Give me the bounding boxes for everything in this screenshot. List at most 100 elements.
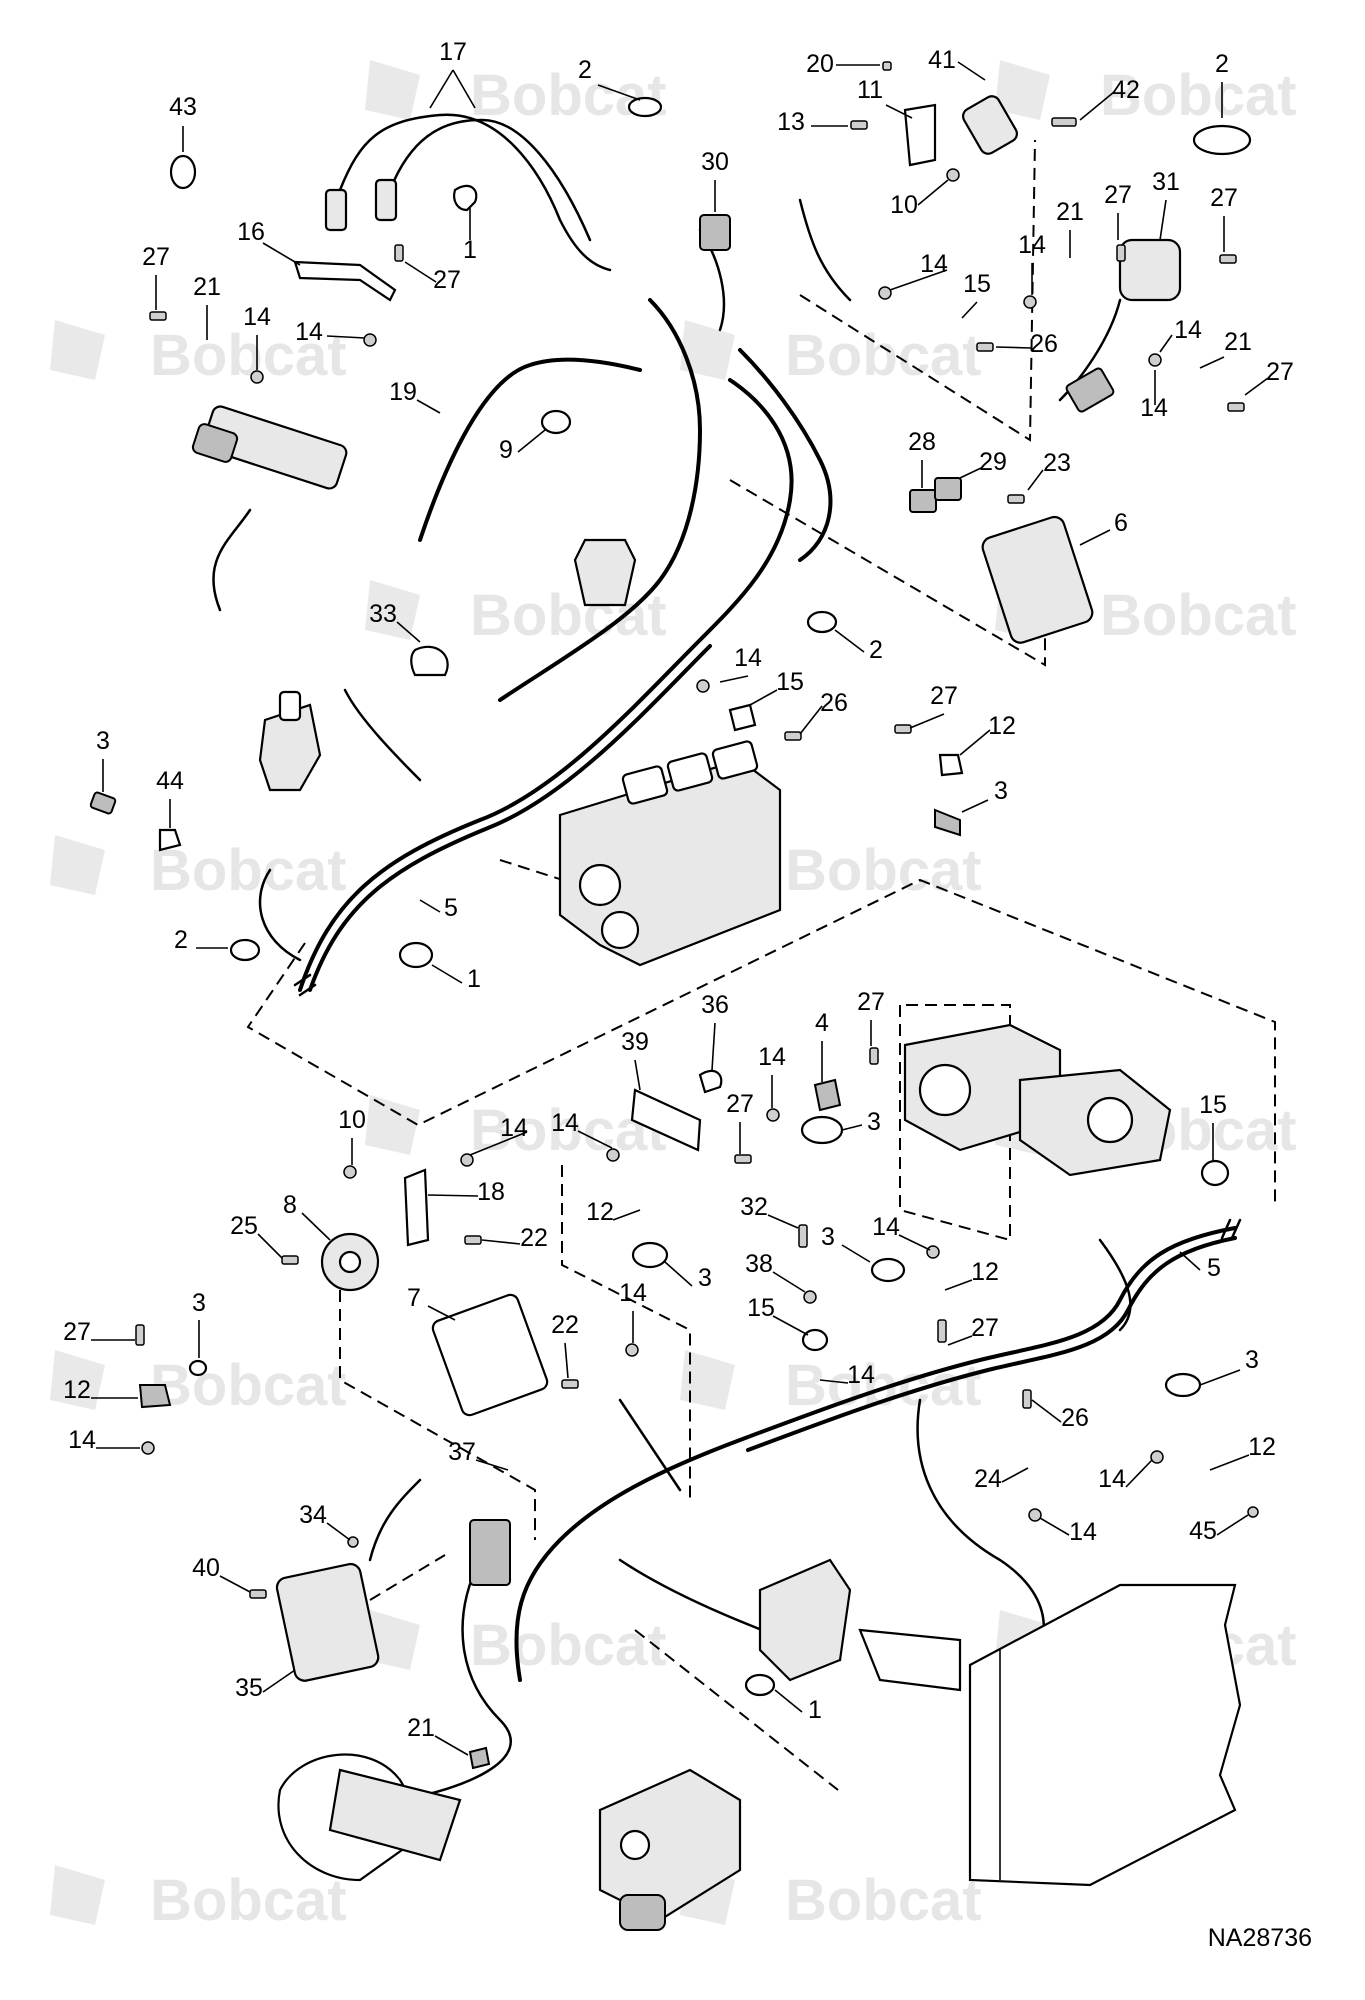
harness-left-sensor — [212, 508, 252, 612]
harness-to-sensor — [798, 198, 852, 302]
module-35-leader — [369, 1554, 446, 1601]
bolt-27 — [135, 1324, 145, 1346]
callout-21: 21 — [407, 1714, 435, 1742]
callout-14: 14 — [872, 1213, 900, 1241]
callout-2: 2 — [578, 56, 592, 84]
callout-18: 18 — [477, 1178, 505, 1206]
callout-5: 5 — [1207, 1254, 1221, 1282]
watermark-logo-icon — [680, 1350, 735, 1410]
harness-19 — [418, 357, 642, 542]
callout-23: 23 — [1043, 449, 1071, 477]
control-valve-box — [899, 1004, 1011, 1242]
nut-14 — [141, 1441, 155, 1455]
clamp-3-a — [800, 1115, 844, 1145]
clamp-2-mid — [806, 610, 838, 634]
nut-34 — [347, 1536, 359, 1548]
nut-14 — [606, 1148, 620, 1162]
watermark: Bobcat — [50, 320, 347, 388]
watermark-text: Bobcat — [1100, 63, 1297, 128]
solenoid-31-connector — [1065, 367, 1115, 413]
bolt-27 — [937, 1319, 947, 1343]
bolt-27 — [869, 1047, 879, 1065]
clip-12-left — [138, 1384, 172, 1409]
watermark-logo-icon — [50, 320, 105, 380]
bolt-27 — [1116, 244, 1126, 262]
module-6 — [981, 515, 1094, 644]
callout-17: 17 — [439, 38, 467, 66]
clamp-2-left — [229, 938, 261, 962]
callout-1: 1 — [808, 1696, 822, 1724]
controller-connector-37 — [469, 1519, 511, 1586]
harness-17-left — [338, 113, 612, 272]
nut-14 — [1148, 353, 1162, 367]
callout-14: 14 — [1140, 394, 1168, 422]
callout-15: 15 — [1199, 1091, 1227, 1119]
callout-3: 3 — [192, 1289, 206, 1317]
watermark-text: Bobcat — [470, 63, 667, 128]
left-actuator — [258, 690, 322, 792]
nut-14 — [878, 286, 892, 300]
watermark: Bobcat — [680, 1350, 982, 1418]
watermark: Bobcat — [680, 1865, 982, 1933]
nut-10 — [343, 1165, 357, 1179]
callout-12: 12 — [988, 712, 1016, 740]
nut-14 — [696, 679, 710, 693]
clamp-43 — [169, 154, 197, 190]
relay-41 — [962, 95, 1018, 155]
bolt-42 — [1051, 117, 1077, 127]
harness-break-mark — [1220, 1218, 1242, 1240]
nut-14 — [460, 1153, 474, 1167]
bracket-16 — [293, 260, 397, 302]
callout-6: 6 — [1114, 509, 1128, 537]
controller-7 — [431, 1293, 549, 1417]
watermark: Bobcat — [50, 1350, 347, 1418]
callout-13: 13 — [777, 108, 805, 136]
connector-29 — [934, 477, 962, 501]
clip-44 — [158, 828, 182, 852]
watermark-logo-icon — [365, 60, 420, 120]
callout-3: 3 — [1245, 1346, 1259, 1374]
callout-35: 35 — [235, 1674, 263, 1702]
clip-36 — [698, 1069, 723, 1094]
bolt-27 — [1227, 402, 1245, 412]
callout-14: 14 — [619, 1279, 647, 1307]
lower-wire-harness — [368, 1226, 1237, 1802]
callout-14: 14 — [1018, 231, 1046, 259]
callout-37: 37 — [448, 1438, 476, 1466]
clip-4 — [813, 1078, 842, 1112]
clamp-2-top — [627, 96, 663, 118]
callout-14: 14 — [1098, 1465, 1126, 1493]
center-sensor-block — [573, 538, 637, 607]
callout-38: 38 — [745, 1250, 773, 1278]
callout-1: 1 — [467, 965, 481, 993]
callout-31: 31 — [1152, 168, 1180, 196]
callout-27: 27 — [1210, 184, 1238, 212]
watermark-logo-icon — [50, 1865, 105, 1925]
module-35 — [275, 1562, 380, 1682]
callout-22: 22 — [551, 1311, 579, 1339]
callout-15: 15 — [747, 1294, 775, 1322]
callout-25: 25 — [230, 1212, 258, 1240]
callout-7: 7 — [407, 1284, 421, 1312]
bracket-18 — [403, 1168, 430, 1247]
callout-15: 15 — [776, 668, 804, 696]
components — [89, 61, 1259, 1931]
harness-5-upper-trunk — [298, 378, 794, 992]
callout-27: 27 — [930, 682, 958, 710]
bolt-27 — [1219, 254, 1237, 264]
bolt-27 — [149, 311, 167, 321]
callout-12: 12 — [586, 1198, 614, 1226]
callout-14: 14 — [68, 1426, 96, 1454]
nut-14 — [1150, 1450, 1164, 1464]
connector-28 — [909, 489, 937, 513]
fasteners — [135, 61, 1259, 1599]
callout-15: 15 — [963, 270, 991, 298]
callout-27: 27 — [433, 266, 461, 294]
callout-44: 44 — [156, 767, 184, 795]
harness-31-lead — [1058, 298, 1122, 402]
nut-14 — [625, 1343, 639, 1357]
harness-branch-lower — [258, 868, 302, 962]
callout-20: 20 — [806, 50, 834, 78]
harness-branch-relay — [618, 1398, 682, 1492]
